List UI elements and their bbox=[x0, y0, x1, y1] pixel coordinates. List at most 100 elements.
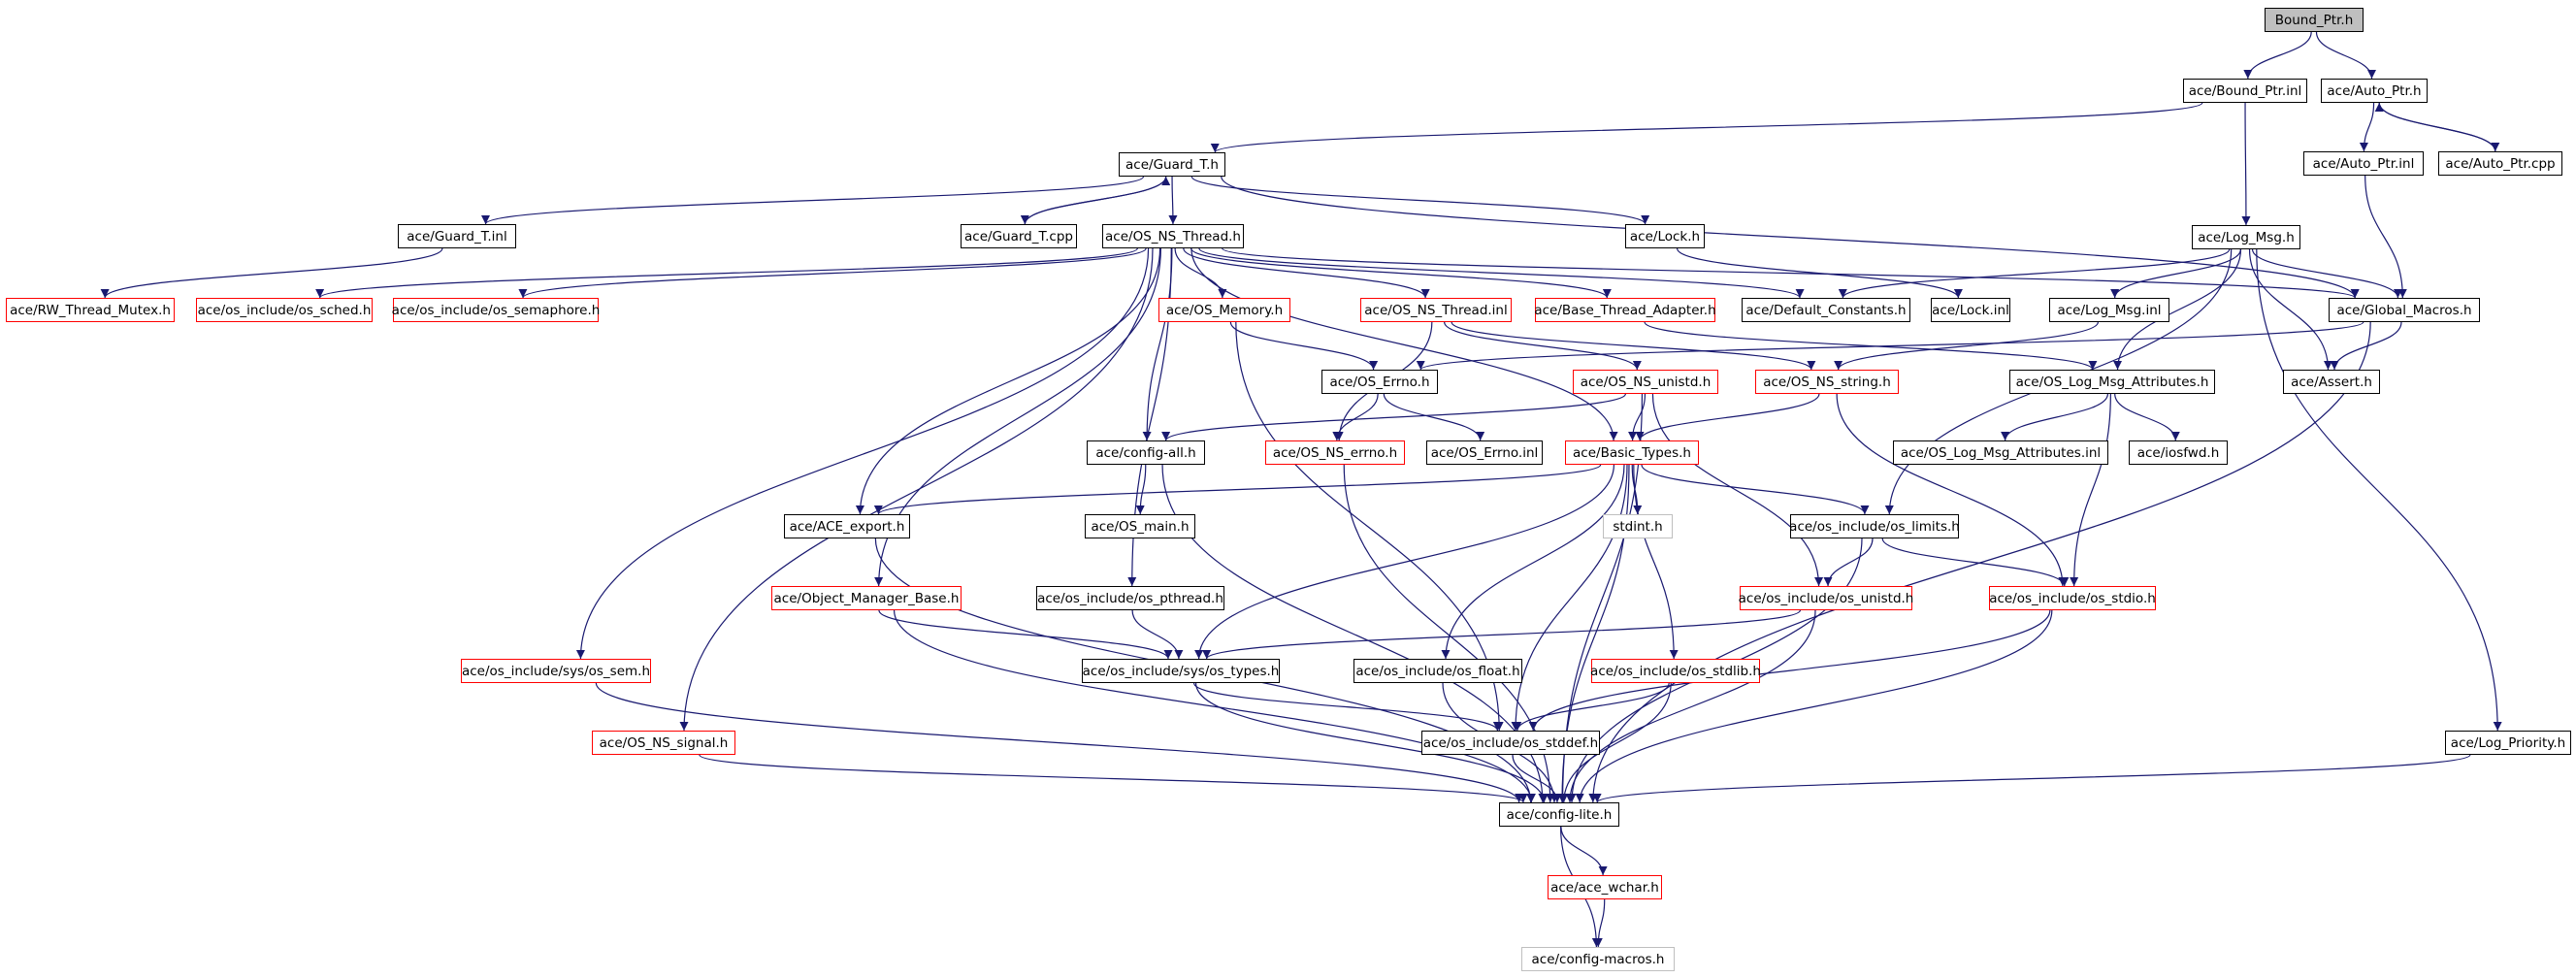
edge-os-limits-h-to-os-unistd-h bbox=[1823, 538, 1874, 587]
edge-object-manager-base-h-to-sys-os-types-h bbox=[878, 609, 1173, 660]
edge-os-ns-string-h-to-basic-types-h bbox=[1635, 393, 1820, 441]
node-config-macros-h[interactable]: ace/config-macros.h bbox=[1521, 947, 1675, 971]
node-os-log-msg-attributes-inl[interactable]: ace/OS_Log_Msg_Attributes.inl bbox=[1893, 440, 2108, 465]
node-os-log-msg-attributes-h[interactable]: ace/OS_Log_Msg_Attributes.h bbox=[2009, 370, 2215, 394]
edge-os-ns-thread-h-to-sys-os-sem-h bbox=[575, 247, 1150, 660]
edge-os-ns-thread-inl-to-os-ns-unistd-h bbox=[1444, 321, 1642, 371]
node-config-all-h[interactable]: ace/config-all.h bbox=[1087, 440, 1205, 465]
edge-config-lite-h-to-ace-wchar-h bbox=[1560, 826, 1608, 876]
edge-os-stdio-h-to-os-stddef-h bbox=[1528, 609, 2051, 732]
node-assert-h[interactable]: ace/Assert.h bbox=[2283, 370, 2380, 394]
node-base-thread-adapter-h[interactable]: ace/Base_Thread_Adapter.h bbox=[1534, 298, 1716, 322]
edge-guard-t-inl-to-rw-thread-mutex-h bbox=[100, 247, 443, 299]
edge-os-ns-thread-h-to-basic-types-h bbox=[1190, 247, 1618, 441]
node-os-stdio-h[interactable]: ace/os_include/os_stdio.h bbox=[1989, 586, 2156, 610]
node-bound-ptr-inl[interactable]: ace/Bound_Ptr.inl bbox=[2183, 79, 2307, 103]
edge-os-errno-h-to-os-errno-inl bbox=[1383, 393, 1485, 441]
node-os-stddef-h[interactable]: ace/os_include/os_stddef.h bbox=[1421, 731, 1600, 755]
node-os-errno-inl[interactable]: ace/OS_Errno.inl bbox=[1426, 440, 1543, 465]
node-ace-export-h[interactable]: ace/ACE_export.h bbox=[784, 514, 910, 538]
edge-log-msg-h-to-global-macros-h bbox=[2251, 248, 2402, 299]
edge-basic-types-h-to-os-stddef-h bbox=[1511, 464, 1628, 732]
node-os-ns-thread-h[interactable]: ace/OS_NS_Thread.h bbox=[1102, 224, 1244, 248]
edge-os-memory-h-to-os-errno-h bbox=[1229, 321, 1379, 371]
edge-os-ns-unistd-h-to-config-all-h bbox=[1161, 393, 1626, 441]
node-os-ns-string-h[interactable]: ace/OS_NS_string.h bbox=[1755, 370, 1899, 394]
edge-os-memory-h-to-os-stddef-h bbox=[1235, 321, 1504, 732]
node-log-msg-h[interactable]: ace/Log_Msg.h bbox=[2192, 225, 2300, 249]
node-os-ns-signal-h[interactable]: ace/OS_NS_signal.h bbox=[592, 731, 735, 755]
edge-basic-types-h-to-os-limits-h bbox=[1641, 464, 1870, 515]
edge-os-errno-h-to-os-ns-errno-h bbox=[1332, 393, 1379, 441]
edge-global-macros-h-to-os-errno-h bbox=[1417, 321, 2364, 371]
node-os-float-h[interactable]: ace/os_include/os_float.h bbox=[1353, 659, 1522, 683]
node-global-macros-h[interactable]: ace/Global_Macros.h bbox=[2329, 298, 2480, 322]
node-os-main-h[interactable]: ace/OS_main.h bbox=[1085, 514, 1195, 538]
node-bound-ptr-h[interactable]: Bound_Ptr.h bbox=[2265, 8, 2364, 32]
node-config-lite-h[interactable]: ace/config-lite.h bbox=[1499, 802, 1619, 827]
edge-auto-ptr-inl-to-global-macros-h bbox=[2364, 175, 2407, 299]
node-os-limits-h[interactable]: ace/os_include/os_limits.h bbox=[1789, 514, 1960, 538]
edge-os-unistd-h-to-config-lite-h bbox=[1565, 609, 1816, 803]
node-os-ns-thread-inl[interactable]: ace/OS_NS_Thread.inl bbox=[1360, 298, 1512, 322]
node-log-msg-inl[interactable]: ace/Log_Msg.inl bbox=[2049, 298, 2169, 322]
node-sys-os-types-h[interactable]: ace/os_include/sys/os_types.h bbox=[1082, 659, 1280, 683]
edge-os-ns-thread-h-to-os-ns-thread-inl bbox=[1183, 247, 1430, 299]
edge-os-stdio-h-to-config-lite-h bbox=[1575, 609, 2053, 803]
node-os-ns-errno-h[interactable]: ace/OS_NS_errno.h bbox=[1265, 440, 1405, 465]
node-os-semaphore-h[interactable]: ace/os_include/os_semaphore.h bbox=[392, 298, 600, 322]
node-os-pthread-h[interactable]: ace/os_include/os_pthread.h bbox=[1036, 586, 1224, 610]
node-stdint-h[interactable]: stdint.h bbox=[1603, 514, 1673, 538]
node-lock-h[interactable]: ace/Lock.h bbox=[1625, 224, 1705, 248]
node-os-stdlib-h[interactable]: ace/os_include/os_stdlib.h bbox=[1590, 659, 1761, 683]
edge-os-log-msg-attributes-h-to-os-log-msg-attributes-inl bbox=[2001, 393, 2108, 441]
node-guard-t-cpp[interactable]: ace/Guard_T.cpp bbox=[961, 224, 1077, 248]
node-auto-ptr-cpp[interactable]: ace/Auto_Ptr.cpp bbox=[2438, 151, 2562, 176]
node-rw-thread-mutex-h[interactable]: ace/RW_Thread_Mutex.h bbox=[6, 298, 175, 322]
node-guard-t-inl[interactable]: ace/Guard_T.inl bbox=[398, 224, 516, 248]
node-os-errno-h[interactable]: ace/OS_Errno.h bbox=[1321, 370, 1438, 394]
edge-os-ns-thread-h-to-os-ns-signal-h bbox=[679, 247, 1154, 732]
node-sys-os-sem-h[interactable]: ace/os_include/sys/os_sem.h bbox=[461, 659, 651, 683]
edge-os-ns-thread-h-to-global-macros-h bbox=[1222, 247, 2360, 299]
node-iosfwd-h[interactable]: ace/iosfwd.h bbox=[2129, 440, 2228, 465]
edge-os-log-msg-attributes-h-to-os-stdio-h bbox=[2070, 393, 2111, 587]
node-object-manager-base-h[interactable]: ace/Object_Manager_Base.h bbox=[771, 586, 962, 610]
edge-global-macros-h-to-config-lite-h bbox=[1588, 321, 2371, 803]
node-os-ns-unistd-h[interactable]: ace/OS_NS_unistd.h bbox=[1573, 370, 1718, 394]
node-lock-inl[interactable]: ace/Lock.inl bbox=[1931, 298, 2010, 322]
edge-basic-types-h-to-sys-os-types-h bbox=[1194, 464, 1614, 660]
node-guard-t-h[interactable]: ace/Guard_T.h bbox=[1119, 152, 1225, 177]
node-log-priority-h[interactable]: ace/Log_Priority.h bbox=[2445, 731, 2571, 755]
node-os-sched-h[interactable]: ace/os_include/os_sched.h bbox=[196, 298, 373, 322]
edge-config-all-h-to-os-main-h bbox=[1135, 464, 1147, 515]
node-default-constants-h[interactable]: ace/Default_Constants.h bbox=[1742, 298, 1910, 322]
edge-os-pthread-h-to-sys-os-types-h bbox=[1131, 609, 1184, 660]
edge-log-msg-h-to-default-constants-h bbox=[1838, 248, 2231, 299]
edge-os-ns-thread-h-to-base-thread-adapter-h bbox=[1190, 247, 1612, 299]
edge-basic-types-h-to-os-stdlib-h bbox=[1633, 464, 1679, 660]
node-auto-ptr-h[interactable]: ace/Auto_Ptr.h bbox=[2321, 79, 2428, 103]
node-ace-wchar-h[interactable]: ace/ace_wchar.h bbox=[1548, 875, 1662, 899]
node-auto-ptr-inl[interactable]: ace/Auto_Ptr.inl bbox=[2303, 151, 2424, 176]
node-basic-types-h[interactable]: ace/Basic_Types.h bbox=[1565, 440, 1699, 465]
edge-os-ns-thread-inl-to-os-ns-string-h bbox=[1451, 321, 1816, 371]
edge-log-msg-h-to-log-priority-h bbox=[2256, 248, 2502, 732]
edge-lock-h-to-lock-inl bbox=[1677, 247, 1963, 299]
edge-os-stddef-h-to-config-lite-h bbox=[1512, 754, 1562, 803]
edge-auto-ptr-cpp-to-auto-ptr-h bbox=[2374, 102, 2496, 152]
edge-log-msg-inl-to-os-ns-string-h bbox=[1834, 321, 2099, 371]
edge-bound-ptr-h-to-auto-ptr-h bbox=[2315, 31, 2376, 80]
edge-log-msg-h-to-log-msg-inl bbox=[2110, 248, 2241, 299]
edge-os-ns-thread-h-to-os-memory-h bbox=[1174, 247, 1227, 299]
edge-os-ns-unistd-h-to-basic-types-h bbox=[1628, 393, 1647, 441]
edge-os-log-msg-attributes-h-to-iosfwd-h bbox=[2114, 393, 2180, 441]
edge-bound-ptr-inl-to-guard-t-h bbox=[1211, 102, 2203, 153]
edge-ace-wchar-h-to-config-macros-h bbox=[1593, 898, 1606, 948]
node-os-memory-h[interactable]: ace/OS_Memory.h bbox=[1158, 298, 1290, 322]
node-os-unistd-h[interactable]: ace/os_include/os_unistd.h bbox=[1739, 586, 1913, 610]
edge-bound-ptr-inl-to-log-msg-h bbox=[2241, 102, 2251, 226]
edge-os-stdlib-h-to-config-lite-h bbox=[1559, 682, 1672, 803]
edge-bound-ptr-h-to-bound-ptr-inl bbox=[2243, 31, 2312, 80]
